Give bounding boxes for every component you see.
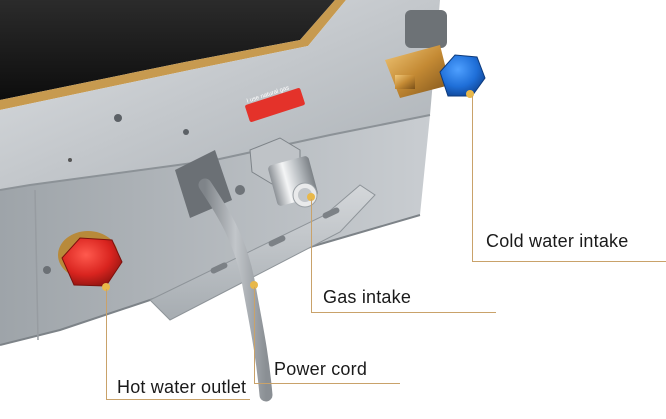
power-guide [254, 383, 400, 384]
cold-water-label: Cold water intake [486, 231, 629, 251]
top-panel [0, 0, 335, 100]
power-label: Power cord [274, 359, 368, 379]
gas-label: Gas intake [323, 287, 412, 307]
front-panel [0, 0, 440, 190]
power-cord [198, 178, 273, 402]
gas-guide [311, 312, 496, 313]
hot-water-guide [106, 399, 250, 400]
cold-water-valve [385, 10, 486, 98]
cold-water-guide-vertical [472, 96, 473, 262]
hot-water-label: Hot water outlet [117, 377, 247, 397]
gas-marker [307, 193, 315, 201]
hot-water-guide-vertical [106, 289, 107, 400]
power-marker [250, 281, 258, 289]
gas-fitting [249, 137, 318, 208]
cold-water-guide [472, 261, 666, 262]
hot-water-marker [102, 283, 110, 291]
gold-trim [0, 0, 346, 110]
gas-guide-vertical [311, 199, 312, 313]
hot-water-cap [58, 231, 123, 287]
power-guide-vertical [254, 287, 255, 384]
gas-type-sticker [245, 87, 305, 123]
